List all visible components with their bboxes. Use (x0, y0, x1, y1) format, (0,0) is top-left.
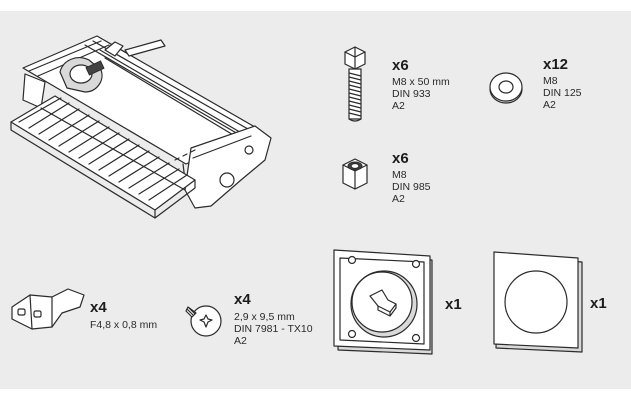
bolt-spec-size: M8 x 50 mm (392, 76, 450, 88)
retractable-step-icon (10, 35, 272, 219)
bolt-spec: M8 x 50 mm DIN 933 A2 (392, 76, 450, 112)
lock-nut-icon (342, 158, 368, 190)
switch-base-plate-icon (333, 249, 433, 355)
connector-quantity: x4 (90, 299, 107, 316)
connector-spec: F4,8 x 0,8 mm (90, 319, 157, 331)
cover-plate-icon (493, 251, 583, 353)
washer-spec: M8 DIN 125 A2 (543, 75, 582, 111)
torx-screw-icon (185, 305, 222, 337)
hex-bolt-icon (344, 46, 366, 122)
nut-spec-size: M8 (392, 169, 407, 181)
bolt-spec-standard: DIN 933 (392, 88, 431, 100)
washer-spec-standard: DIN 125 (543, 87, 582, 99)
bolt-quantity: x6 (392, 57, 409, 74)
nut-spec-material: A2 (392, 193, 405, 205)
bolt-spec-material: A2 (392, 100, 405, 112)
connector-spec-size: F4,8 x 0,8 mm (90, 319, 158, 331)
switch-base-quantity: x1 (445, 296, 462, 313)
nut-quantity: x6 (392, 150, 409, 167)
cable-connector-icon (11, 288, 85, 330)
nut-spec-standard: DIN 985 (392, 181, 431, 193)
washer-spec-size: M8 (543, 75, 558, 87)
screw-spec-size: 2,9 x 9,5 mm (234, 311, 295, 323)
cover-plate-quantity: x1 (590, 295, 607, 312)
screw-spec: 2,9 x 9,5 mm DIN 7981 - TX10 A2 (234, 311, 313, 347)
nut-spec: M8 DIN 985 A2 (392, 169, 431, 205)
screw-spec-material: A2 (234, 335, 247, 347)
screw-spec-standard: DIN 7981 - TX10 (234, 323, 313, 335)
screw-quantity: x4 (234, 291, 251, 308)
washer-icon (489, 72, 523, 104)
washer-quantity: x12 (543, 56, 569, 73)
washer-spec-material: A2 (543, 99, 556, 111)
